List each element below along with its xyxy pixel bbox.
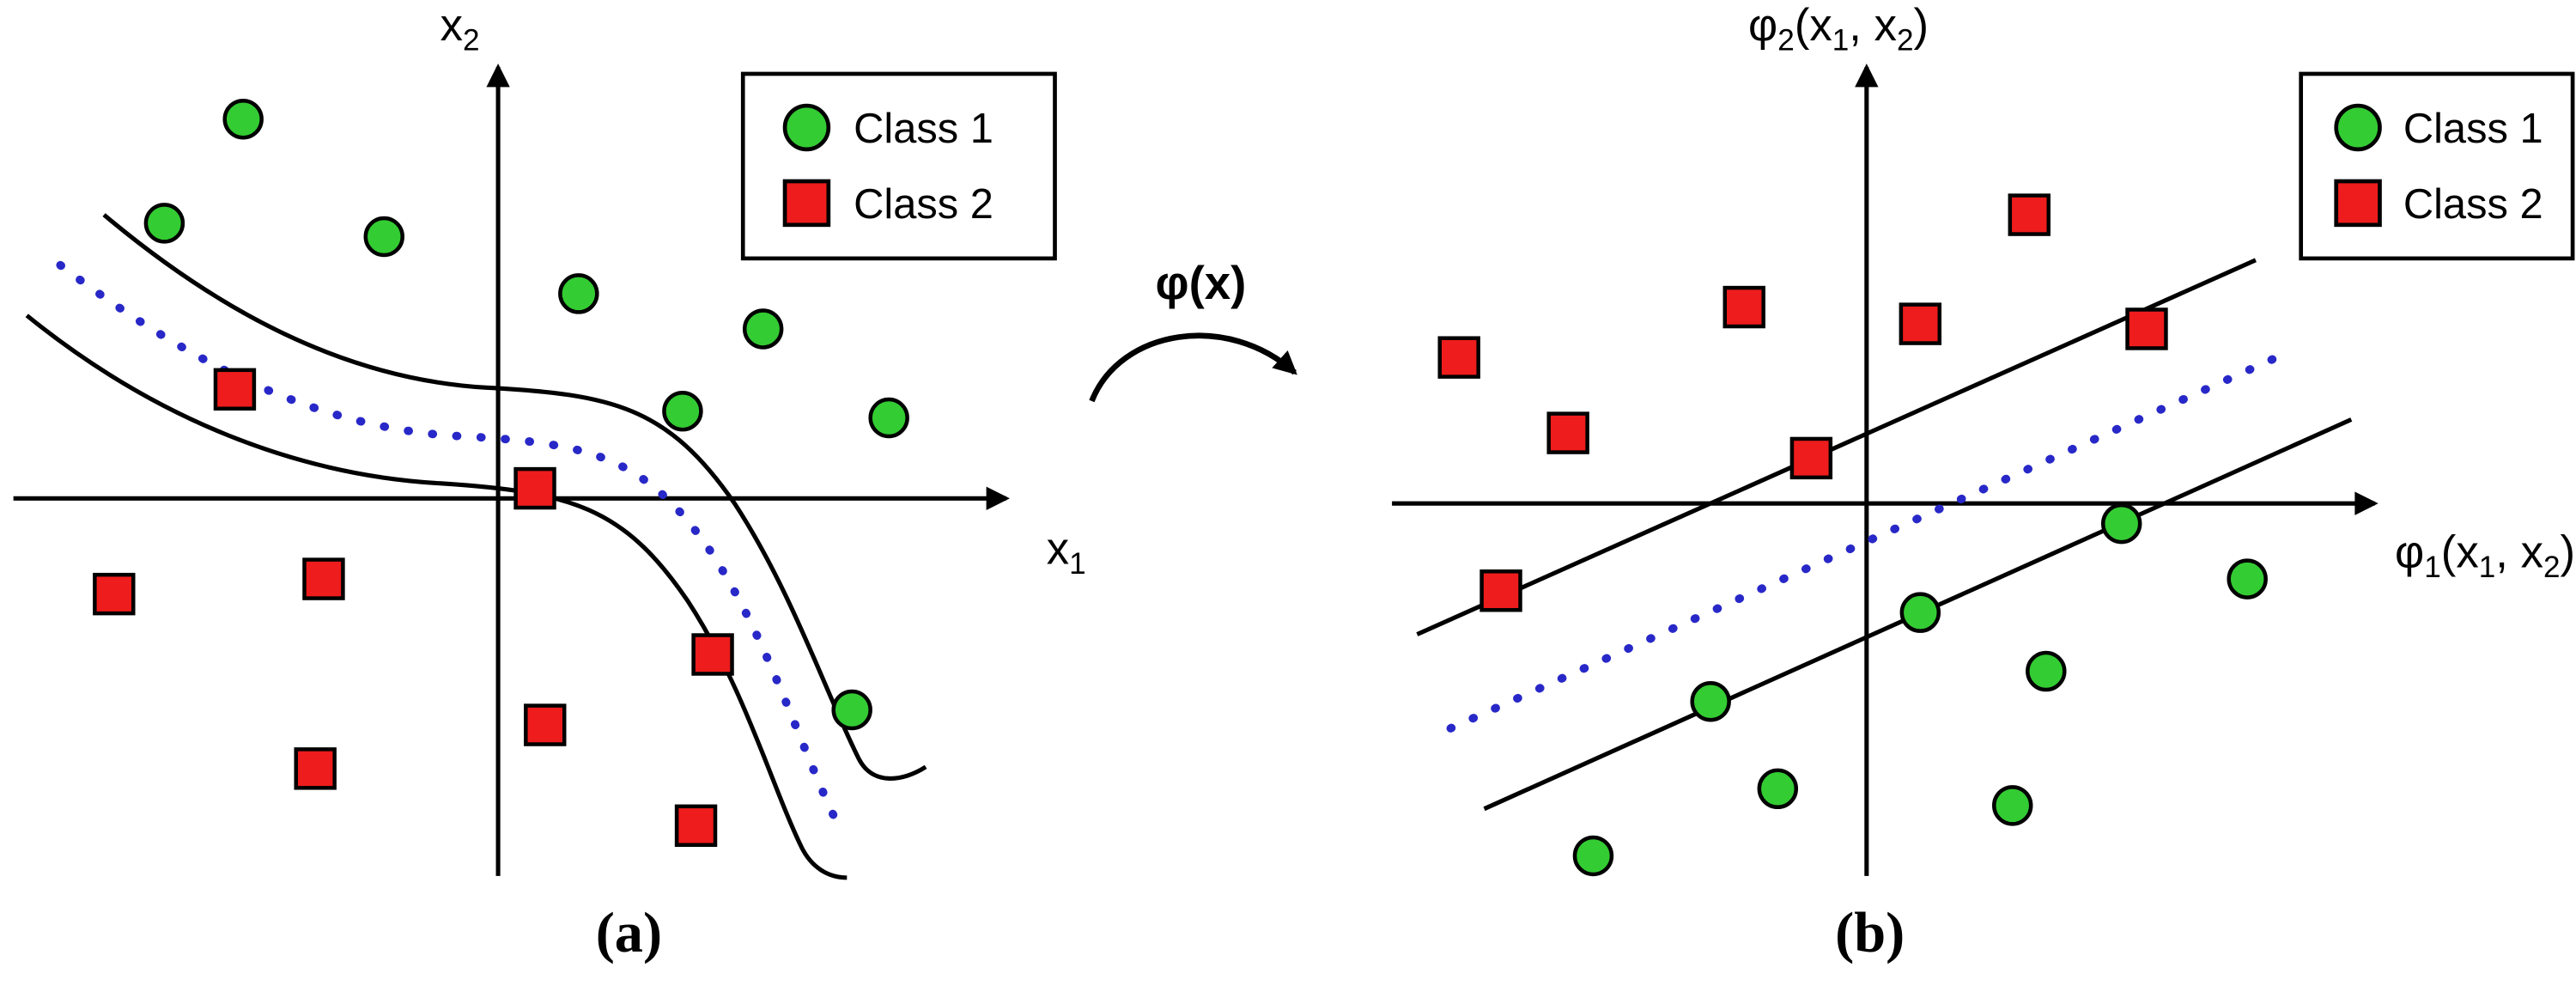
panel-b-legend-box [2299,71,2575,261]
class1-point [1690,680,1731,722]
class1-point [831,689,872,731]
class2-point [93,572,136,616]
panel-b-y-axis-label: φ2(x1, x2) [1748,0,1929,58]
class1-point [868,397,909,439]
class1-point [1757,768,1799,810]
class1-point [1572,835,1614,877]
panel-a-legend-box [740,71,1057,261]
class2-point [213,368,257,411]
linear-margin-upper [1416,258,2257,636]
class2-point [2125,307,2168,350]
class2-point [1899,302,1942,345]
phi-transform-label: φ(x) [1155,256,1246,309]
class1-point [363,216,404,258]
nonlinear-margin-upper [102,213,927,781]
class2-point [691,633,734,676]
panel-b-legend-class2-label: Class 2 [2403,181,2543,228]
class1-point [222,98,264,140]
class2-point [302,557,345,600]
class2-point [674,804,718,848]
panel-a-legend-class2-label: Class 2 [854,181,993,228]
nonlinear-decision-boundary [56,260,840,824]
class2-point [1722,285,1765,329]
panel-b-feature-space: φ2(x1, x2) φ1(x1, x2) Class 1 Class 2 (b… [1392,0,2575,965]
panel-a-class2-points [93,368,734,848]
class1-legend-icon [2334,103,2382,152]
class2-point [524,703,567,746]
panel-b-caption: (b) [1835,902,1905,965]
nonlinear-margin-lower [25,313,848,880]
panel-a-x-axis-label: x1 [1047,523,1086,581]
class2-legend-icon [2334,179,2382,228]
class1-point [2227,558,2268,600]
class2-point [1546,411,1589,454]
feature-map-transform: φ(x) [1089,256,1297,403]
panel-a-caption: (a) [596,902,662,965]
class1-point [2026,650,2067,692]
panel-b-class1-points [1572,502,2268,877]
class1-point [662,390,703,432]
class2-point [294,747,337,790]
class1-legend-icon [782,103,831,152]
class1-point [742,308,784,350]
class2-point [1437,336,1480,379]
class2-point [2008,193,2050,236]
panel-a-legend-class1-label: Class 1 [854,106,993,152]
class2-legend-icon [782,179,831,228]
panel-a-input-space: x2 x1 Class 1 Class 2 (a) [13,0,1086,965]
class1-point [1992,785,2033,826]
panel-a-y-axis-label: x2 [440,0,480,58]
panel-a-class1-points [143,98,909,731]
class1-point [1899,592,1941,633]
phi-transform-arrow [1089,332,1297,403]
class1-point [2100,502,2142,545]
panel-b-x-axis-label: φ1(x1, x2) [2395,526,2575,584]
class2-point [1789,436,1833,480]
panel-b-legend: Class 1 Class 2 [2299,71,2575,261]
class1-point [558,273,599,314]
panel-b-legend-class1-label: Class 1 [2403,106,2543,152]
class2-point [513,466,556,510]
class2-point [1479,569,1522,612]
panel-a-legend: Class 1 Class 2 [740,71,1057,261]
class1-point [143,203,185,244]
panel-b-class2-points [1437,193,2168,612]
